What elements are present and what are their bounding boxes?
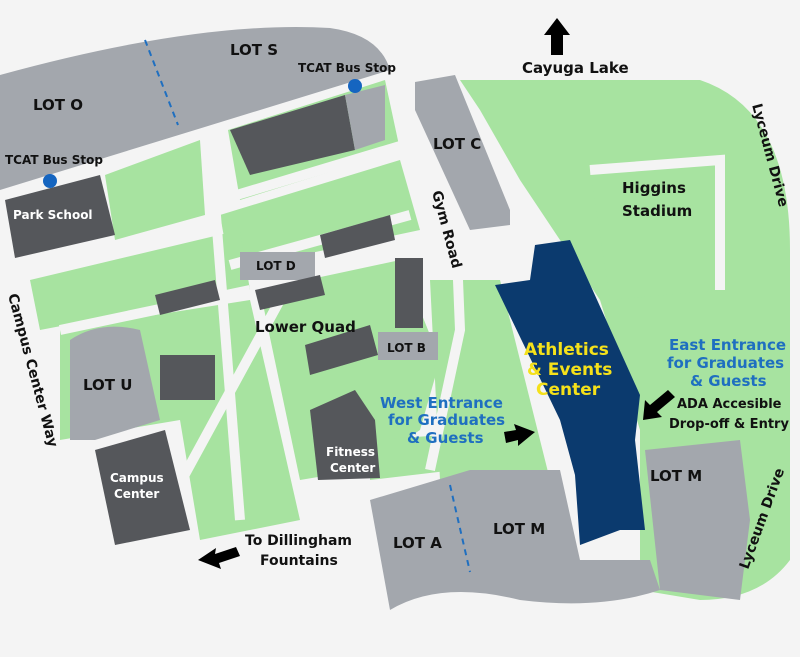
park-school bbox=[5, 175, 115, 258]
arena-label: & Events bbox=[527, 360, 612, 380]
arena-label: Athletics bbox=[524, 340, 609, 360]
lot-o-s bbox=[0, 26, 390, 190]
arrow-down-left-icon bbox=[643, 390, 675, 420]
arrow-up-icon bbox=[544, 18, 570, 55]
lot-a-label: LOT A bbox=[393, 534, 442, 552]
lot-d-label: LOT D bbox=[256, 259, 296, 273]
buildings bbox=[5, 85, 423, 545]
fitness-center-label: Fitness bbox=[326, 445, 375, 459]
ada-label: ADA Accesible bbox=[677, 397, 782, 412]
fitness-center bbox=[310, 390, 380, 480]
lot-o-label: LOT O bbox=[33, 96, 83, 114]
lot-b bbox=[378, 332, 438, 360]
lot-m-west-label: LOT M bbox=[493, 520, 545, 538]
bus-stop-icon[interactable] bbox=[348, 79, 362, 93]
fitness-center-label: Center bbox=[330, 461, 375, 475]
campus-center bbox=[95, 430, 190, 545]
athletics-events-center[interactable] bbox=[495, 240, 645, 545]
higgins-label: Higgins bbox=[622, 179, 686, 197]
east-entrance-label: East Entrance bbox=[669, 336, 786, 354]
west-entrance-label: for Graduates bbox=[388, 411, 505, 429]
lower-quad-label: Lower Quad bbox=[255, 318, 356, 336]
arrow-left-icon bbox=[198, 547, 240, 569]
lot-m-east-label: LOT M bbox=[650, 467, 702, 485]
lot-b-label: LOT B bbox=[387, 341, 426, 355]
bus-stop-label: TCAT Bus Stop bbox=[298, 61, 396, 75]
park-school-label: Park School bbox=[13, 208, 93, 222]
bus-stop-icon[interactable] bbox=[43, 174, 57, 188]
lot-d bbox=[240, 252, 315, 280]
ada-label: Drop-off & Entry bbox=[669, 417, 789, 432]
west-entrance-label: & Guests bbox=[407, 429, 484, 447]
lot-s-label: LOT S bbox=[230, 41, 278, 59]
arrow-right-icon bbox=[504, 424, 535, 446]
east-entrance-label: for Graduates bbox=[667, 354, 784, 372]
parking-lots bbox=[0, 26, 750, 610]
higgins-label: Stadium bbox=[622, 202, 692, 220]
bus-stop-label: TCAT Bus Stop bbox=[5, 153, 103, 167]
lot-m-east bbox=[645, 440, 750, 600]
lot-u bbox=[70, 326, 160, 440]
campus-center-label: Center bbox=[114, 487, 159, 501]
lot-c-label: LOT C bbox=[433, 135, 481, 153]
lot-c bbox=[415, 75, 510, 230]
west-entrance-label: West Entrance bbox=[380, 394, 503, 412]
arena-label: Center bbox=[536, 380, 601, 400]
campus-center-label: Campus bbox=[110, 471, 164, 485]
lot-u-label: LOT U bbox=[83, 376, 132, 394]
cayuga-lake-label: Cayuga Lake bbox=[522, 59, 629, 77]
east-entrance-label: & Guests bbox=[690, 372, 767, 390]
dillingham-label: To Dillingham bbox=[245, 533, 352, 549]
lot-a-m bbox=[370, 470, 660, 610]
dillingham-label: Fountains bbox=[260, 553, 338, 569]
